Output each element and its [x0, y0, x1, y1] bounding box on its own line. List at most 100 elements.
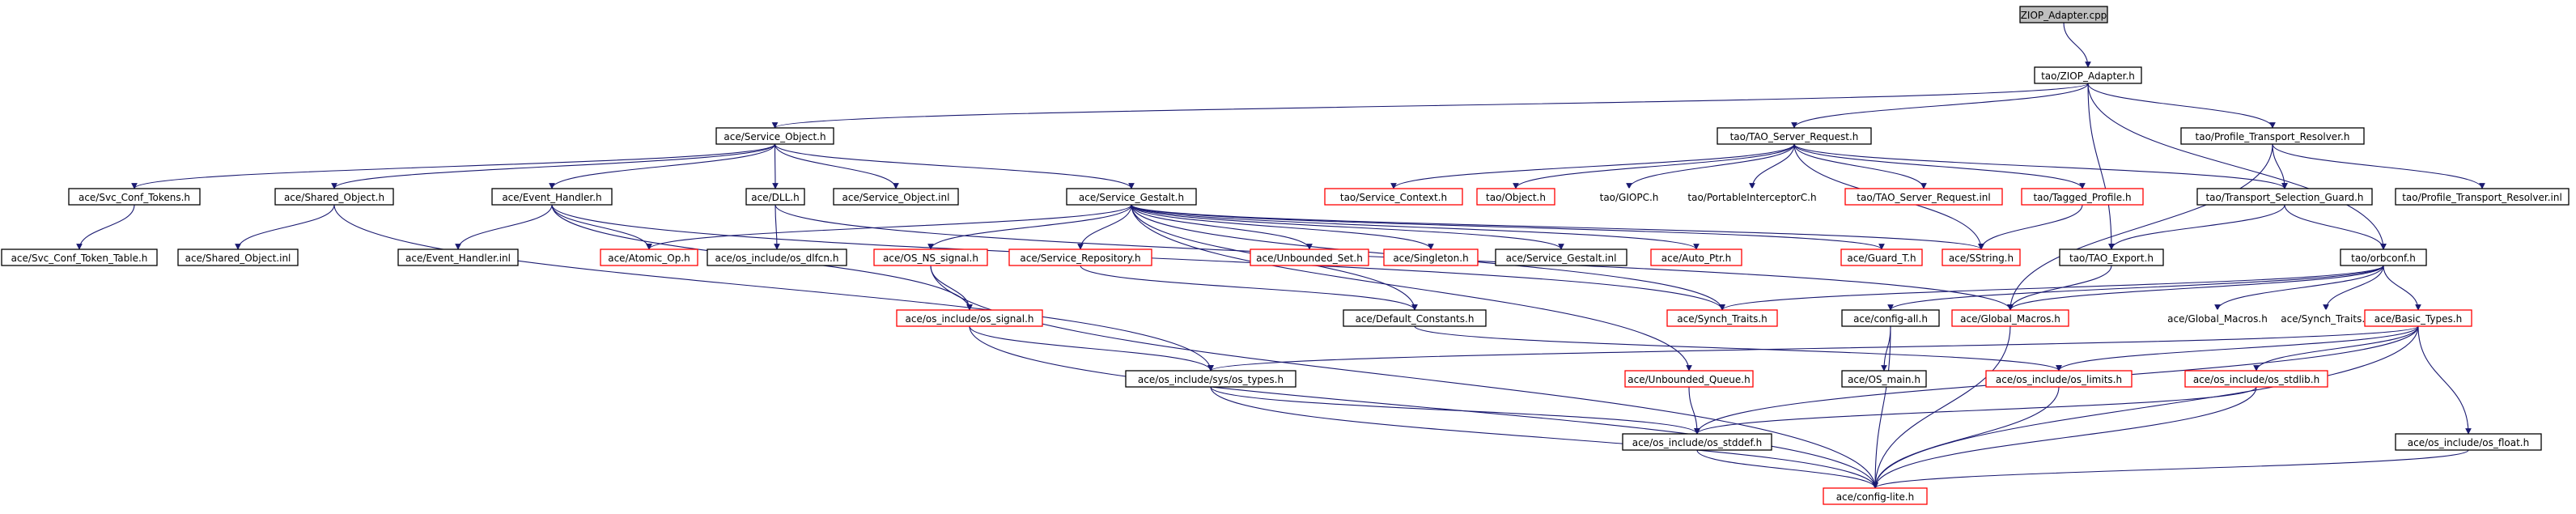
node-tao-profile-transport-resolver-h[interactable]: tao/Profile_Transport_Resolver.h: [2180, 127, 2365, 145]
node-ace-sstring-h[interactable]: ace/SString.h: [1942, 249, 2021, 266]
node-ace-service-repository-h[interactable]: ace/Service_Repository.h: [1008, 249, 1152, 266]
node-ace-os-include-os-stddef-h[interactable]: ace/os_include/os_stddef.h: [1622, 433, 1772, 451]
edge-service-gestalt-h-to-service-repository-h: [1077, 204, 1132, 250]
node-ace-service-object-inl[interactable]: ace/Service_Object.inl: [833, 188, 959, 206]
node-label: ace/os_include/os_stddef.h: [1632, 437, 1762, 448]
node-ace-svc-conf-tokens-h[interactable]: ace/Svc_Conf_Tokens.h: [68, 188, 201, 206]
node-ace-global-macros-h[interactable]: ace/Global_Macros.h: [2158, 309, 2277, 327]
node-ace-os-include-os-float-h[interactable]: ace/os_include/os_float.h: [2395, 433, 2542, 451]
node-ziop-adapter-cpp[interactable]: ZIOP_Adapter.cpp: [2019, 6, 2108, 23]
node-ace-os-include-os-signal-h[interactable]: ace/os_include/os_signal.h: [896, 309, 1043, 327]
node-ace-dll-h[interactable]: ace/DLL.h: [745, 188, 805, 206]
node-tao-giopc-h[interactable]: tao/GIOPC.h: [1589, 188, 1669, 206]
node-box: [1589, 188, 1669, 206]
node-tao-tao-server-request-inl[interactable]: tao/TAO_Server_Request.inl: [1844, 188, 2003, 206]
edge-os-limits-h-to-config-lite-h: [1872, 386, 2060, 489]
node-ace-os-main-h[interactable]: ace/OS_main.h: [1841, 370, 1927, 388]
edge-event-handler-h-to-event-handler-inl: [455, 204, 553, 250]
node-label: ace/SString.h: [1949, 253, 2014, 264]
node-tao-transport-selection-guard-h[interactable]: tao/Transport_Selection_Guard.h: [2196, 188, 2373, 206]
node-tao-portableinterceptorc-h[interactable]: tao/PortableInterceptorC.h: [1681, 188, 1823, 206]
node-label: tao/Tagged_Profile.h: [2033, 192, 2131, 203]
node-ace-os-include-os-stdlib-h[interactable]: ace/os_include/os_stdlib.h: [2184, 370, 2328, 388]
node-label: ace/OS_main.h: [1848, 374, 1920, 385]
node-ace-os-ns-signal-h[interactable]: ace/OS_NS_signal.h: [873, 249, 988, 266]
node-ace-config-lite-h[interactable]: ace/config-lite.h: [1823, 487, 1928, 505]
edge-os-stdlib-h-to-config-lite-h: [1872, 386, 2257, 489]
node-tao-tagged-profile-h[interactable]: tao/Tagged_Profile.h: [2021, 188, 2144, 206]
node-box: [707, 249, 847, 266]
node-label: ace/Guard_T.h: [1847, 253, 1916, 264]
node-box: [745, 188, 805, 206]
edge-service-object-h-to-shared-object-h: [331, 143, 776, 189]
node-ace-service-object-h[interactable]: ace/Service_Object.h: [715, 127, 834, 145]
edge-orbconf-h-to-ace-synch-traits-plain: [2323, 265, 2384, 311]
node-ace-unbounded-set-h[interactable]: ace/Unbounded_Set.h: [1250, 249, 1369, 266]
edge-profile-transport-resolver-h-to-profile-transport-resolver-inl: [2272, 143, 2485, 189]
node-box: [274, 188, 394, 206]
node-label: tao/TAO_Export.h: [2069, 253, 2154, 264]
node-label: tao/TAO_Server_Request.inl: [1857, 192, 1990, 203]
node-label: ace/Svc_Conf_Token_Table.h: [11, 253, 148, 264]
edge-tao-server-request-h-to-tagged-profile-h: [1793, 143, 2086, 189]
node-label: ace/config-all.h: [1853, 313, 1928, 325]
node-ace-shared-object-inl[interactable]: ace/Shared_Object.inl: [177, 249, 299, 266]
node-tao-orbconf-h[interactable]: tao/orbconf.h: [2340, 249, 2427, 266]
node-ace-default-constants-h[interactable]: ace/Default_Constants.h: [1343, 309, 1487, 327]
edge-orbconf-h-to-synch-traits-h: [1719, 265, 2384, 311]
node-label: ace/Event_Handler.inl: [405, 253, 511, 264]
node-tao-service-context-h[interactable]: tao/Service_Context.h: [1324, 188, 1463, 206]
edge-transport-selection-guard-h-to-tao-export-h: [2108, 204, 2285, 250]
node-label: ace/Shared_Object.inl: [185, 253, 291, 264]
node-label: ace/Synch_Traits.h: [1677, 313, 1767, 325]
node-ace-auto-ptr-h[interactable]: ace/Auto_Ptr.h: [1650, 249, 1742, 266]
node-tao-tao-export-h[interactable]: tao/TAO_Export.h: [2059, 249, 2164, 266]
node-label: ace/os_include/sys/os_types.h: [1138, 374, 1284, 385]
node-label: ace/os_include/os_limits.h: [1996, 374, 2122, 385]
node-ace-svc-conf-token-table-h[interactable]: ace/Svc_Conf_Token_Table.h: [1, 249, 158, 266]
node-box: [1383, 249, 1479, 266]
node-ace-shared-object-h[interactable]: ace/Shared_Object.h: [274, 188, 394, 206]
node-ace-synch-traits-h[interactable]: ace/Synch_Traits.h: [1666, 309, 1778, 327]
node-ace-guard-t-h[interactable]: ace/Guard_T.h: [1840, 249, 1923, 266]
node-label: ace/Event_Handler.h: [502, 192, 601, 203]
node-ace-service-gestalt-inl[interactable]: ace/Service_Gestalt.inl: [1495, 249, 1628, 266]
node-tao-tao-server-request-h[interactable]: tao/TAO_Server_Request.h: [1717, 127, 1872, 145]
node-ace-synch-traits-h[interactable]: ace/Synch_Traits.h: [2270, 309, 2382, 327]
node-ace-os-include-sys-os-types-h[interactable]: ace/os_include/sys/os_types.h: [1125, 370, 1296, 388]
node-label: tao/ZIOP_Adapter.h: [2041, 70, 2135, 82]
node-label: ace/Unbounded_Set.h: [1256, 253, 1363, 264]
node-ace-os-include-os-dlfcn-h[interactable]: ace/os_include/os_dlfcn.h: [707, 249, 847, 266]
node-ace-basic-types-h[interactable]: ace/Basic_Types.h: [2364, 309, 2472, 327]
node-ace-service-gestalt-h[interactable]: ace/Service_Gestalt.h: [1066, 188, 1197, 206]
node-ace-config-all-h[interactable]: ace/config-all.h: [1841, 309, 1940, 327]
node-box: [491, 188, 613, 206]
node-box: [1008, 249, 1152, 266]
node-box: [1666, 309, 1778, 327]
edge-basic-types-h-to-os-types-h: [1207, 325, 2419, 372]
node-tao-object-h[interactable]: tao/Object.h: [1476, 188, 1555, 206]
node-ace-atomic-op-h[interactable]: ace/Atomic_Op.h: [600, 249, 698, 266]
node-ace-singleton-h[interactable]: ace/Singleton.h: [1383, 249, 1479, 266]
node-box: [1476, 188, 1555, 206]
node-box: [1650, 249, 1742, 266]
edge-service-object-h-to-service-gestalt-h: [774, 143, 1135, 189]
edge-os-types-h-to-config-lite-h: [1210, 386, 1878, 489]
node-tao-ziop-adapter-h[interactable]: tao/ZIOP_Adapter.h: [2034, 66, 2142, 84]
edge-service-object-h-to-event-handler-h: [549, 143, 776, 189]
node-box: [2019, 6, 2108, 23]
node-ace-global-macros-h[interactable]: ace/Global_Macros.h: [1951, 309, 2069, 327]
node-box: [1681, 188, 1823, 206]
node-box: [2184, 370, 2328, 388]
node-label: tao/Profile_Transport_Resolver.inl: [2402, 192, 2562, 203]
edge-orbconf-h-to-basic-types-h: [2383, 265, 2421, 311]
edge-os-stddef-h-to-config-lite-h: [1696, 449, 1878, 489]
node-ace-event-handler-h[interactable]: ace/Event_Handler.h: [491, 188, 613, 206]
node-ace-os-include-os-limits-h[interactable]: ace/os_include/os_limits.h: [1985, 370, 2133, 388]
node-box: [2059, 249, 2164, 266]
node-ace-event-handler-inl[interactable]: ace/Event_Handler.inl: [397, 249, 519, 266]
node-box: [1841, 370, 1927, 388]
node-tao-profile-transport-resolver-inl[interactable]: tao/Profile_Transport_Resolver.inl: [2395, 188, 2570, 206]
node-ace-unbounded-queue-h[interactable]: ace/Unbounded_Queue.h: [1624, 370, 1754, 388]
node-box: [715, 127, 834, 145]
